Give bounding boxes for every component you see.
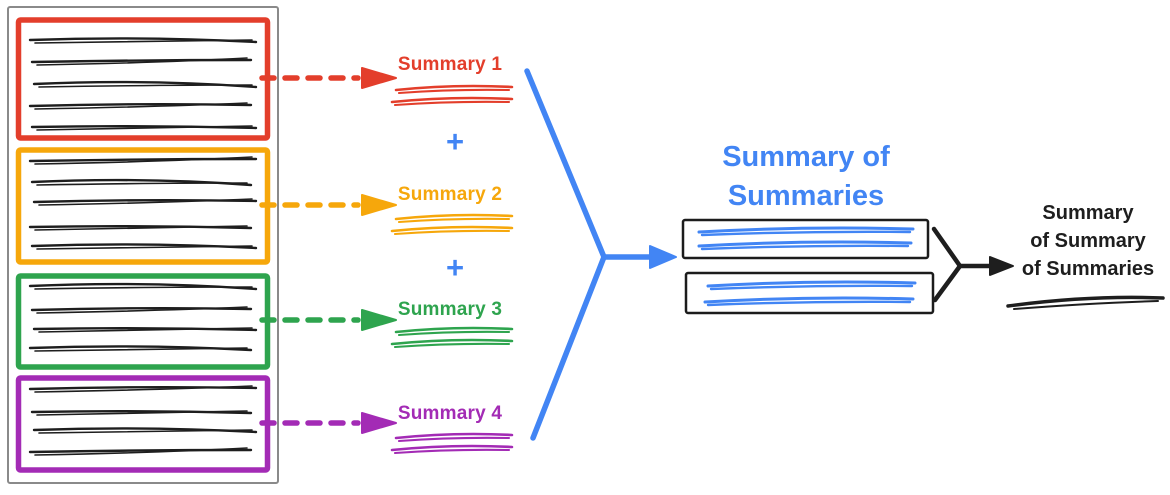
title-line-1: Summary of	[722, 141, 890, 173]
summary-2-scribble	[390, 213, 514, 236]
summary-4-scribble	[390, 432, 514, 455]
summary-scribble-stroke	[393, 229, 511, 236]
summary-scribble-stroke	[394, 326, 514, 334]
summary-scribble-stroke	[393, 342, 511, 349]
sos-box-1	[681, 218, 930, 260]
merge-arrowhead	[649, 245, 677, 269]
text-line-scribble	[38, 327, 253, 333]
document-4	[15, 375, 271, 473]
dashed-arrowhead	[361, 194, 397, 216]
final-merge-line-bottom	[932, 263, 963, 303]
summary-of-summaries-title: Summary of Summaries	[686, 138, 926, 216]
text-line-scribble	[36, 125, 253, 131]
plus-sign-1: +	[445, 124, 465, 159]
summary-scribble-stroke	[394, 213, 514, 221]
summary-scribble-stroke	[397, 330, 511, 337]
summary-scribble-stroke	[390, 96, 514, 104]
summary-scribble-stroke	[697, 240, 913, 248]
text-line-scribble	[34, 447, 248, 456]
text-line-scribble	[38, 429, 253, 434]
document-2	[15, 147, 271, 265]
text-line-scribble	[30, 410, 253, 415]
summary-of-summaries-box-1	[681, 218, 930, 260]
final-merge-line-top	[931, 226, 963, 269]
summary-1-label: Summary 1	[397, 54, 503, 75]
summary-scribble-stroke	[390, 444, 514, 452]
summary-scribble-stroke	[390, 338, 514, 346]
text-line-scribble	[30, 125, 258, 130]
arrow-document-4-to-summary-4	[259, 412, 397, 434]
text-line-scribble	[34, 385, 253, 393]
text-line-scribble	[28, 157, 258, 163]
text-line-scribble	[34, 225, 248, 231]
sos-box-2	[684, 271, 935, 315]
summary-scribble-stroke	[397, 217, 511, 224]
text-line-scribble	[36, 410, 248, 416]
summary-scribble-stroke	[394, 432, 514, 440]
title-line-2: Summaries	[727, 180, 885, 212]
summary-scribble-stroke	[700, 230, 912, 237]
final-scribble-stroke	[1006, 295, 1165, 308]
dashed-arrowhead	[361, 412, 397, 434]
summary-scribble-stroke	[397, 88, 511, 95]
final-merge-arrowhead	[989, 256, 1014, 276]
summary-scribble-stroke	[706, 280, 917, 288]
text-line-scribble	[34, 102, 248, 110]
text-line-scribble	[28, 448, 253, 454]
summary-scribble-stroke	[709, 284, 914, 291]
summary-of-summaries-box-2	[684, 271, 935, 315]
summary-scribble-stroke	[700, 244, 910, 251]
dashed-arrowhead	[361, 67, 397, 89]
document-1	[15, 17, 271, 141]
text-line-scribble	[28, 225, 253, 230]
merge-line-top	[524, 68, 607, 260]
summary-scribble-stroke	[394, 84, 514, 92]
summary-scribble-stroke	[703, 296, 915, 304]
text-line-scribble	[30, 58, 253, 64]
summary-4-label: Summary 4	[397, 403, 503, 424]
text-line-scribble	[34, 286, 253, 290]
text-line-scribble	[36, 182, 248, 186]
summary-3-label: Summary 3	[397, 299, 503, 320]
text-line-scribble	[34, 39, 253, 44]
text-line-scribble	[34, 347, 248, 352]
final-scribble-stroke	[1013, 300, 1159, 310]
plus-sign-2: +	[445, 250, 465, 285]
text-line-scribble	[36, 245, 253, 250]
summary-2-label: Summary 2	[397, 184, 503, 205]
text-line-scribble	[38, 84, 253, 88]
summary-scribble-stroke	[390, 225, 514, 233]
final-line-2: of Summary	[1030, 230, 1146, 252]
final-summary-label: Summary of Summary of Summaries	[1006, 199, 1170, 283]
final-line-1: Summary	[1042, 202, 1134, 224]
summary-3-scribble	[390, 326, 514, 349]
merge-line-bottom	[530, 254, 607, 441]
summary-scribble-stroke	[697, 226, 915, 234]
text-line-scribble	[34, 156, 253, 165]
merge-arrow	[524, 68, 677, 441]
arrow-document-1-to-summary-1	[259, 67, 397, 89]
summary-scribble-stroke	[706, 300, 912, 307]
document-3-box	[15, 273, 271, 370]
final-summary-scribble	[1006, 295, 1165, 310]
document-3	[15, 273, 271, 370]
summary-1-scribble	[390, 84, 514, 107]
dashed-arrowhead	[361, 309, 397, 331]
summary-scribble-stroke	[397, 436, 511, 443]
arrow-document-2-to-summary-2	[259, 194, 397, 216]
text-line-scribble	[32, 327, 258, 332]
final-line-3: of Summaries	[1021, 258, 1155, 280]
summary-scribble-stroke	[393, 448, 511, 455]
text-line-scribble	[38, 198, 253, 206]
summary-scribble-stroke	[393, 100, 511, 107]
text-line-scribble	[36, 57, 248, 66]
arrow-document-3-to-summary-3	[259, 309, 397, 331]
final-merge-arrow	[931, 226, 1014, 303]
text-line-scribble	[36, 306, 248, 314]
